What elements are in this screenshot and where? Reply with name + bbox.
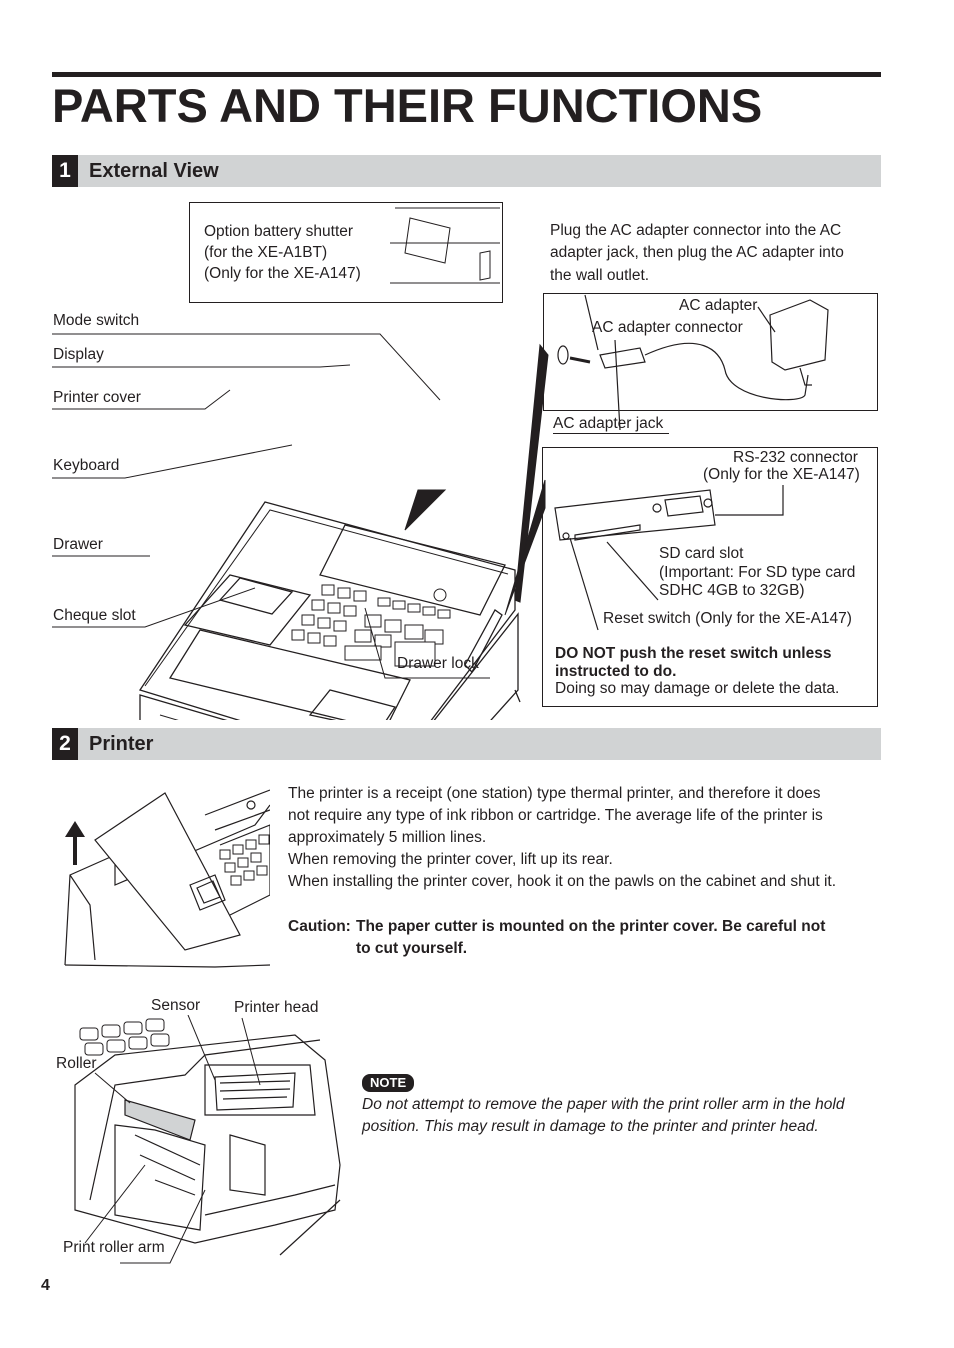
printer-cover-shape [183,574,312,646]
note-badge-text: NOTE [362,1074,415,1092]
label-drawer: Drawer [53,536,103,553]
rs232-connector-icon [664,495,704,517]
page-number: 4 [41,1277,50,1294]
printer-mechanism-illustration [74,1015,341,1264]
label-drawer-lock: Drawer lock [397,655,479,672]
ac-text-line3: the wall outlet. [550,267,650,284]
register-front [139,694,228,720]
label-reset-switch: Reset switch (Only for the XE-A147) [603,610,852,627]
label-printer-cover: Printer cover [53,389,141,406]
section-header-printer: 2 Printer [52,728,881,760]
ac-adapter-icon [769,299,829,371]
label-print-roller-arm: Print roller arm [63,1239,165,1256]
label-sd-capacity: SDHC 4GB to 32GB) [659,582,805,599]
printer-description: The printer is a receipt (one station) t… [288,783,888,893]
battery-detail-drawing [390,207,500,284]
section-title: Printer [89,733,154,755]
note-line2: position. This may result in damage to t… [362,1118,819,1135]
printer-para-line5: When installing the printer cover, hook … [288,873,836,890]
caution-label: Caution: [288,918,351,935]
note-badge: NOTE [362,1074,415,1092]
label-rs232-note: (Only for the XE-A147) [703,466,860,483]
reset-warning-normal: Doing so may damage or delete the data. [555,680,840,697]
label-rs232: RS-232 connector [733,449,858,466]
register-illustration [52,204,829,720]
section-number: 2 [52,728,78,760]
printer-cover-illustration [64,789,270,968]
battery-line1: Option battery shutter [204,223,354,240]
rs232-sd-box [542,447,878,707]
label-sensor: Sensor [151,997,201,1014]
label-keyboard: Keyboard [53,457,120,474]
page-title: PARTS AND THEIR FUNCTIONS [52,79,763,132]
caution-line1: The paper cutter is mounted on the print… [356,918,826,935]
label-cheque-slot: Cheque slot [53,607,136,624]
mode-key-icon [246,800,256,810]
caution-line2: to cut yourself. [356,940,468,957]
label-mode-switch: Mode switch [53,312,140,329]
lift-arrow-icon [65,821,85,865]
label-sd-slot: SD card slot [659,545,744,562]
reset-warning-bold2: instructed to do. [555,663,677,680]
ac-adapter-box [543,293,878,411]
printer-para-line3: approximately 5 million lines. [288,829,487,846]
ac-text-line1: Plug the AC adapter connector into the A… [550,222,842,239]
label-display: Display [53,346,104,363]
display-window [319,524,506,616]
mode-switch-icon [433,588,447,602]
printer-para-line2: not require any type of ink ribbon or ca… [288,807,823,824]
label-ac-jack: AC adapter jack [553,415,670,434]
label-ac-connector: AC adapter connector [592,319,743,336]
section-header-external-view: 1 External View [52,155,881,187]
reset-warning-bold1: DO NOT push the reset switch unless [555,645,832,662]
ac-text-line2: adapter jack, then plug the AC adapter i… [550,244,844,261]
label-sd-important: (Important: For SD type card [659,564,856,581]
printer-para-line1: The printer is a receipt (one station) t… [288,785,821,802]
label-ac-adapter: AC adapter [679,297,758,314]
section-number: 1 [52,155,78,187]
section-title: External View [89,160,219,182]
battery-line2: (for the XE-A1BT) [204,244,328,261]
label-printer-head: Printer head [234,999,319,1016]
battery-line3: (Only for the XE-A147) [204,265,361,282]
label-roller: Roller [56,1055,97,1072]
printer-para-line4: When removing the printer cover, lift up… [288,851,613,868]
title-rule [52,72,881,77]
battery-shutter-box: Option battery shutter (for the XE-A1BT)… [189,202,503,303]
note-line1: Do not attempt to remove the paper with … [362,1096,845,1113]
